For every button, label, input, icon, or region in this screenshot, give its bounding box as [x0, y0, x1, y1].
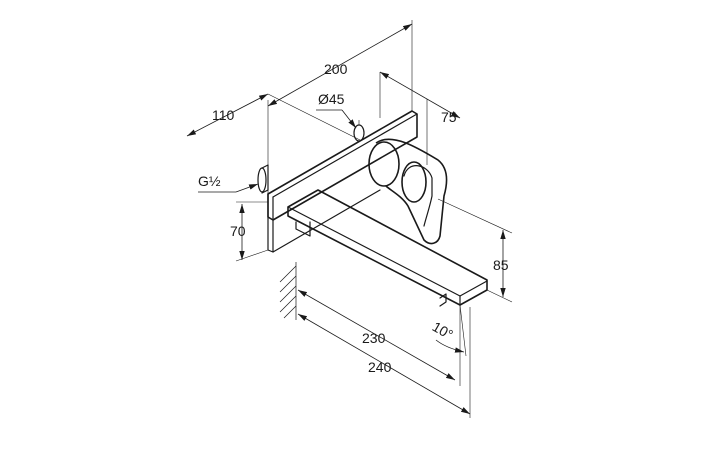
thread-leader: G½ [198, 173, 259, 193]
dimension-240: 240 [297, 307, 471, 418]
dimension-110-label: 110 [212, 107, 235, 123]
dimension-75: 75 [379, 71, 461, 165]
dimension-75-label: 75 [441, 109, 457, 125]
dimension-110: 110 [186, 93, 361, 141]
wall-hatching [279, 262, 297, 320]
thread-connector [257, 164, 269, 194]
dimension-85: 85 [437, 198, 513, 303]
dimension-200: 200 [267, 20, 413, 194]
thread-g12-label: G½ [198, 173, 221, 189]
dimension-70: 70 [230, 201, 269, 262]
dimension-85-label: 85 [493, 257, 509, 273]
spout [287, 189, 488, 307]
dimension-angle-10: 10° [430, 304, 467, 357]
dimension-240-label: 240 [368, 359, 392, 375]
angle-10-label: 10° [430, 318, 456, 342]
diameter-45-label: Ø45 [318, 91, 345, 107]
dimension-200-label: 200 [324, 61, 348, 77]
dimension-230-label: 230 [362, 330, 386, 346]
dimension-70-label: 70 [230, 223, 246, 239]
lever-handle [368, 138, 448, 245]
back-plate [267, 189, 381, 253]
dimension-diameter-45: Ø45 [316, 91, 357, 129]
